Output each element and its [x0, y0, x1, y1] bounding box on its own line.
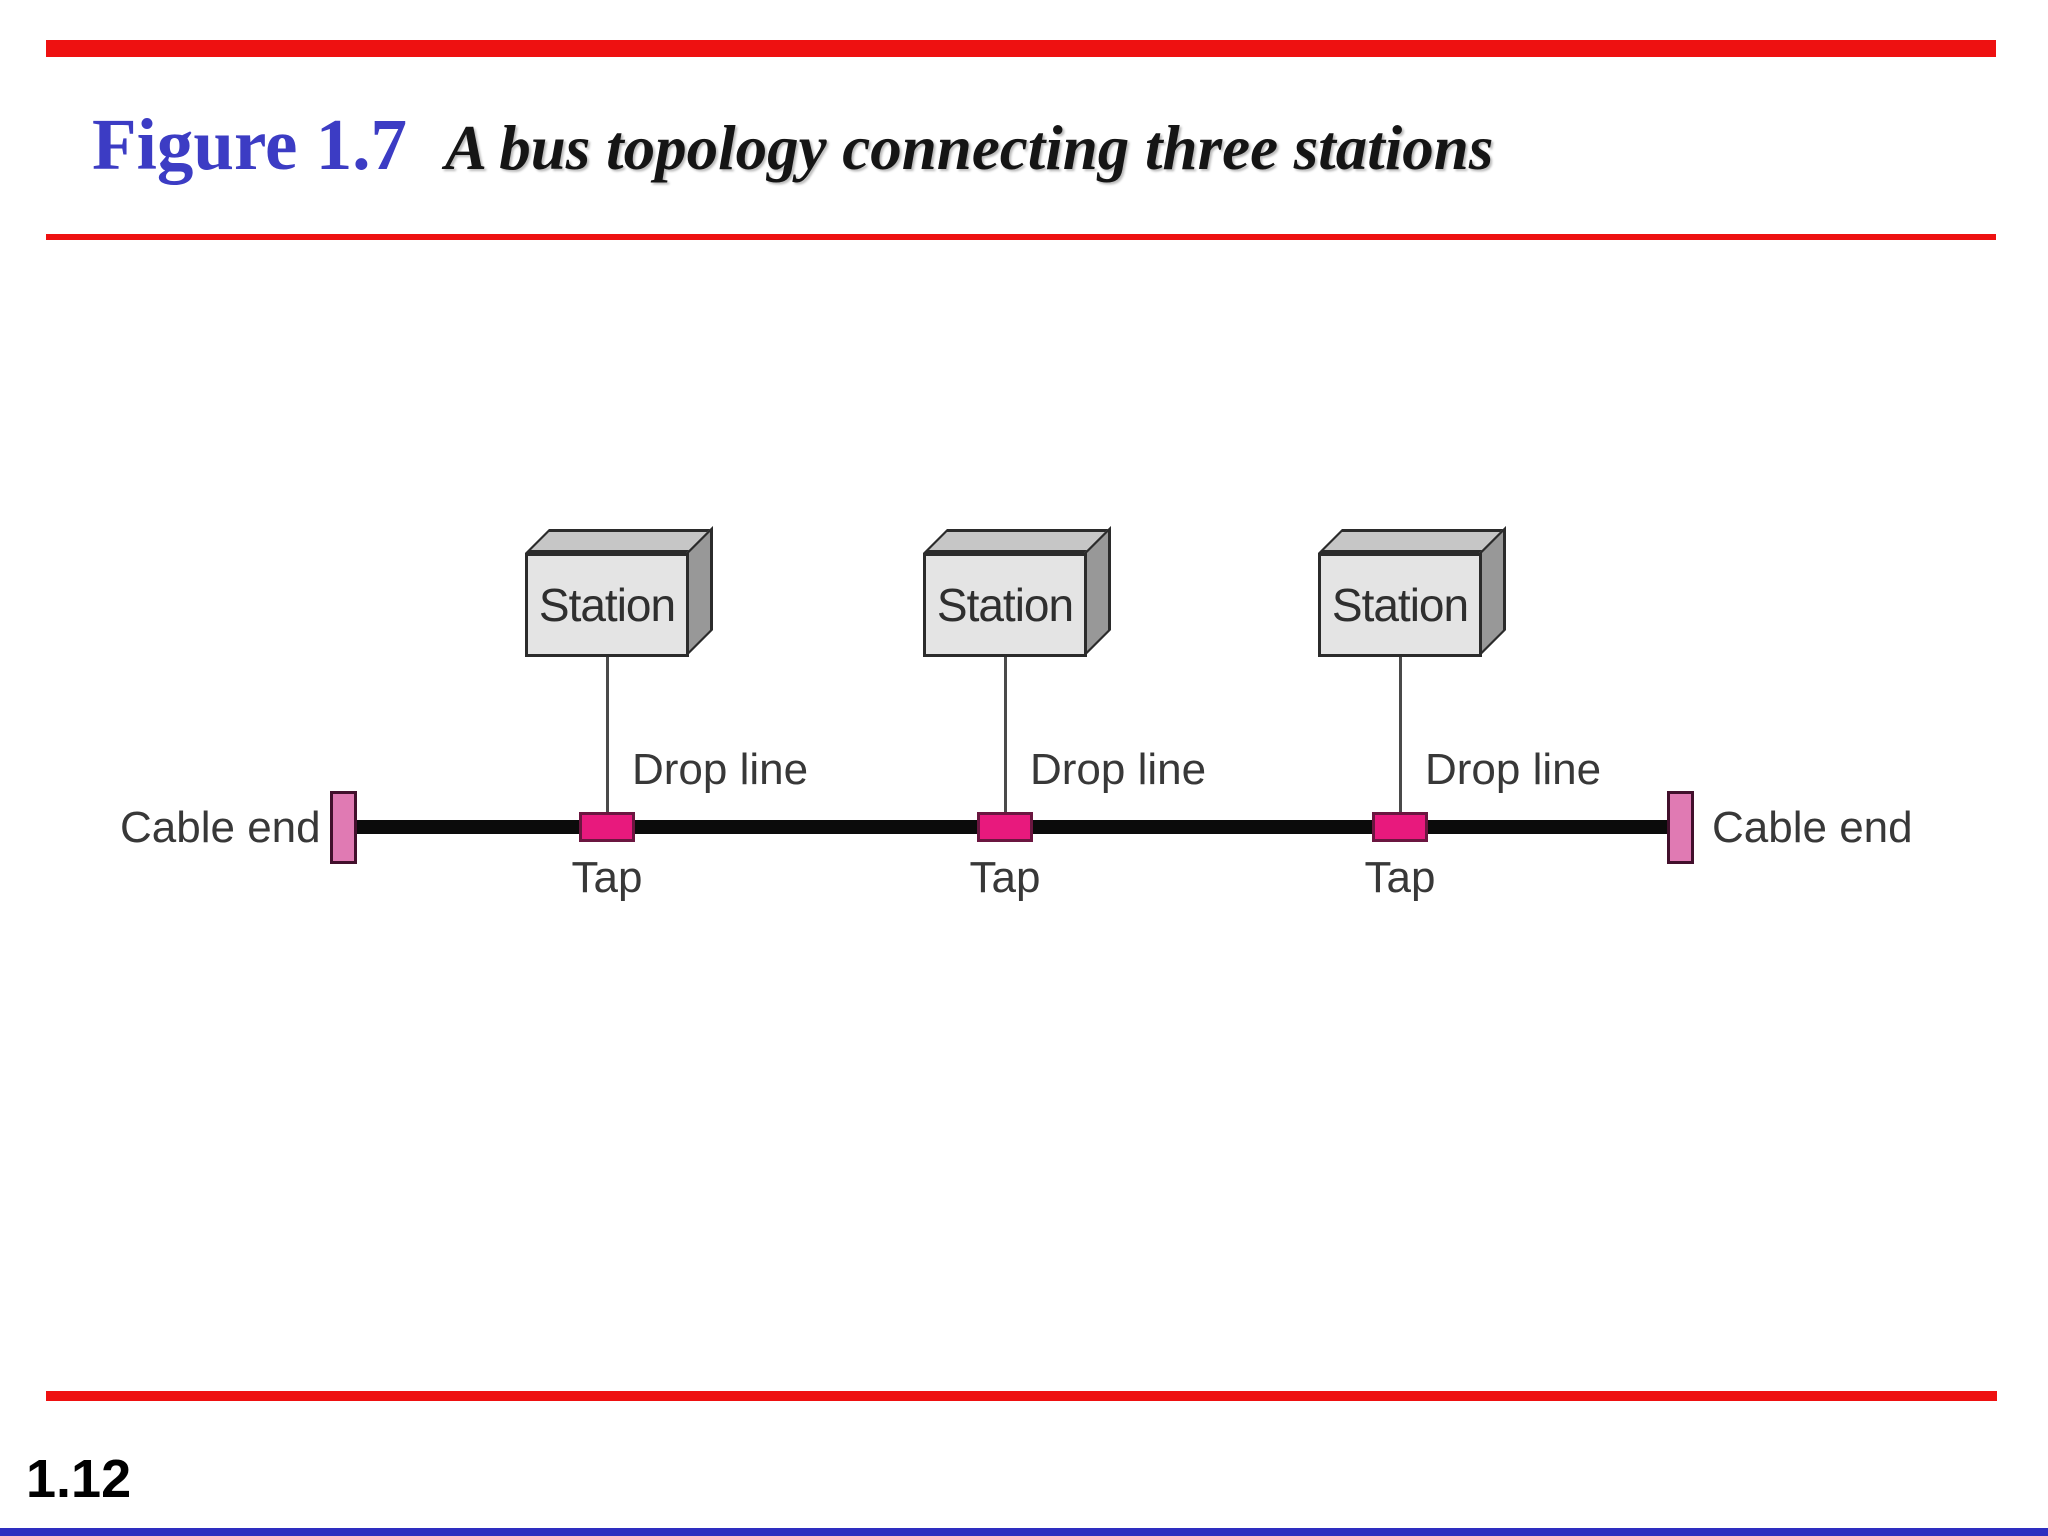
drop-line-label: Drop line: [1425, 745, 1602, 794]
tap-label: Tap: [571, 853, 643, 902]
cable-end-terminator-right: [1667, 791, 1694, 864]
bottom-blue-edge: [0, 1528, 2048, 1536]
station-label: Station: [1331, 579, 1469, 631]
station-box-top-face: [1318, 529, 1506, 553]
cable-end-terminator-left: [330, 791, 357, 864]
tap-label: Tap: [1364, 853, 1436, 902]
drop-line: [606, 657, 609, 815]
station-box-top-face: [525, 529, 713, 553]
top-red-bar: [46, 40, 1996, 57]
drop-line: [1399, 657, 1402, 815]
station-box: Station: [923, 553, 1087, 657]
station-group-3: Station Drop line Tap: [1318, 526, 1601, 949]
station-group-1: Station Drop line Tap: [525, 526, 808, 949]
bottom-red-bar: [46, 1391, 1997, 1401]
tap-connector: [579, 812, 635, 842]
tap-connector: [977, 812, 1033, 842]
drop-line-label: Drop line: [632, 745, 809, 794]
drop-line: [1004, 657, 1007, 815]
figure-number: Figure 1.7: [92, 104, 407, 185]
figure-caption: A bus topology connecting three stations: [444, 113, 1494, 183]
station-box: Station: [525, 553, 689, 657]
figure-title: Figure 1.7 A bus topology connecting thr…: [92, 108, 1493, 181]
cable-end-label-right: Cable end: [1712, 803, 1913, 852]
station-label: Station: [538, 579, 676, 631]
station-label: Station: [936, 579, 1074, 631]
tap-label: Tap: [969, 853, 1041, 902]
station-box-top-face: [923, 529, 1111, 553]
drop-line-label: Drop line: [1030, 745, 1207, 794]
page-number: 1.12: [26, 1449, 132, 1509]
station-group-2: Station Drop line Tap: [923, 526, 1206, 949]
station-box: Station: [1318, 553, 1482, 657]
tap-connector: [1372, 812, 1428, 842]
cable-end-label-left: Cable end: [120, 803, 321, 852]
title-underline-rule: [46, 234, 1996, 240]
